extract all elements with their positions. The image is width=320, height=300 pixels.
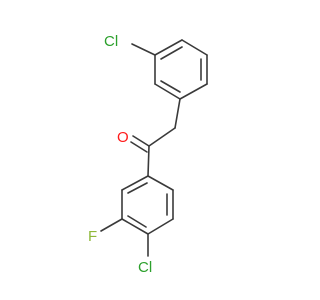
bond [179,83,208,100]
bond [121,218,149,235]
bond-inner [127,182,148,194]
molecule-diagram: Cl O F Cl [88,33,208,276]
bond [181,39,208,56]
chlorine-top-label: Cl [104,33,118,50]
bond-inner [160,46,183,60]
bond [147,175,174,191]
bond [121,175,149,191]
bond-c-f [100,218,123,232]
top-ring [154,39,208,100]
bond-c-o [132,135,150,147]
bond [147,218,174,235]
fluorine-label: F [88,228,97,245]
bond-ring-ch2 [174,98,181,129]
bond-c-cl-top [131,43,156,56]
bond-c-o-double [130,141,148,153]
bond-ch2-carbonyl [148,127,176,147]
bottom-ring [121,175,174,235]
bond-carbonyl-ring [147,145,150,177]
bond-inner [127,215,147,228]
bond [154,83,181,100]
oxygen-label: O [117,129,129,146]
structure-canvas: Cl O F Cl [88,32,208,276]
chlorine-bottom-label: Cl [138,259,152,276]
bond-inner [160,80,181,93]
bond [154,39,183,56]
